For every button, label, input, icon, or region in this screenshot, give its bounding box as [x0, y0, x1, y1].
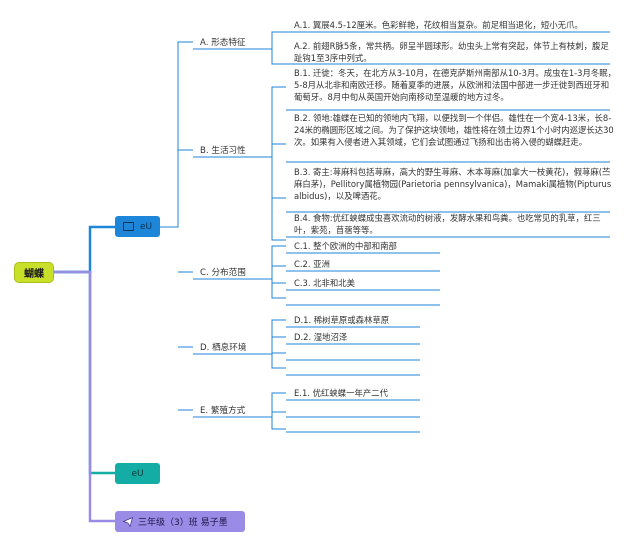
item-a2[interactable]: A.2. 前翅R脉5条，常共柄。卵呈半圆球形。幼虫头上常有突起，体节上有枝刺，腹…	[294, 41, 609, 63]
category-d-label[interactable]: D. 栖息环境	[200, 343, 247, 353]
eu-main-node[interactable]: eU	[115, 216, 160, 237]
connector-a-items	[258, 31, 610, 65]
item-d2[interactable]: D.2. 湿地沼泽	[294, 332, 348, 342]
connector-c-items	[258, 245, 440, 306]
root-label: 蝴蝶	[24, 269, 44, 280]
connector-root-to-eu-secondary	[54, 270, 115, 475]
connector-d-items	[258, 319, 420, 376]
eu-secondary-label: eU	[131, 468, 144, 479]
item-d1[interactable]: D.1. 稀树草原或森林草原	[294, 315, 390, 325]
item-c1[interactable]: C.1. 整个欧洲的中部和南部	[294, 241, 397, 251]
connector-eu-to-categories	[160, 41, 193, 411]
item-c3[interactable]: C.3. 北非和北美	[294, 278, 356, 288]
class-tag-label: 三年级（3）班 易子墨	[138, 518, 228, 528]
send-icon	[123, 516, 133, 527]
image-icon	[123, 222, 134, 231]
item-c2[interactable]: C.2. 亚洲	[294, 259, 330, 269]
root-node[interactable]: 蝴蝶	[14, 262, 54, 283]
item-a1[interactable]: A.1. 翼展4.5-12厘米。色彩鲜艳，花纹相当复杂。前足相当退化，短小无爪。	[294, 20, 583, 30]
connector-root-to-eu-main	[54, 225, 115, 274]
connector-root-to-class	[54, 270, 115, 523]
category-underlines	[193, 48, 258, 418]
item-b1[interactable]: B.1. 迁徙：冬天，在北方从3-10月，在德克萨斯州南部从10-3月。成虫在1…	[294, 68, 617, 102]
category-c-label[interactable]: C. 分布范围	[200, 268, 246, 278]
category-e-label[interactable]: E. 繁殖方式	[200, 406, 246, 416]
eu-main-label: eU	[140, 221, 153, 232]
item-b4[interactable]: B.4. 食物:优红蛱蝶成虫喜欢流动的树液，发酵水果和鸟粪。也吃常见的乳草，红三…	[294, 213, 601, 235]
eu-secondary-node[interactable]: eU	[115, 463, 160, 484]
category-b-label[interactable]: B. 生活习性	[200, 146, 246, 156]
item-b2[interactable]: B.2. 领地:雄蝶在已知的领地内飞翔，以便找到一个伴侣。雄性在一个宽4-13米…	[294, 113, 614, 147]
connector-e-items	[258, 392, 420, 433]
category-a-label[interactable]: A. 形态特征	[200, 38, 246, 48]
item-b3[interactable]: B.3. 寄主:荨麻科包括荨麻，高大的野生荨麻、木本荨麻(加拿大一枝黄花)，假荨…	[294, 167, 612, 201]
connector-b-items	[258, 86, 610, 241]
item-e1[interactable]: E.1. 优红蛱蝶一年产二代	[294, 388, 388, 398]
class-tag-node[interactable]: 三年级（3）班 易子墨	[115, 511, 245, 532]
